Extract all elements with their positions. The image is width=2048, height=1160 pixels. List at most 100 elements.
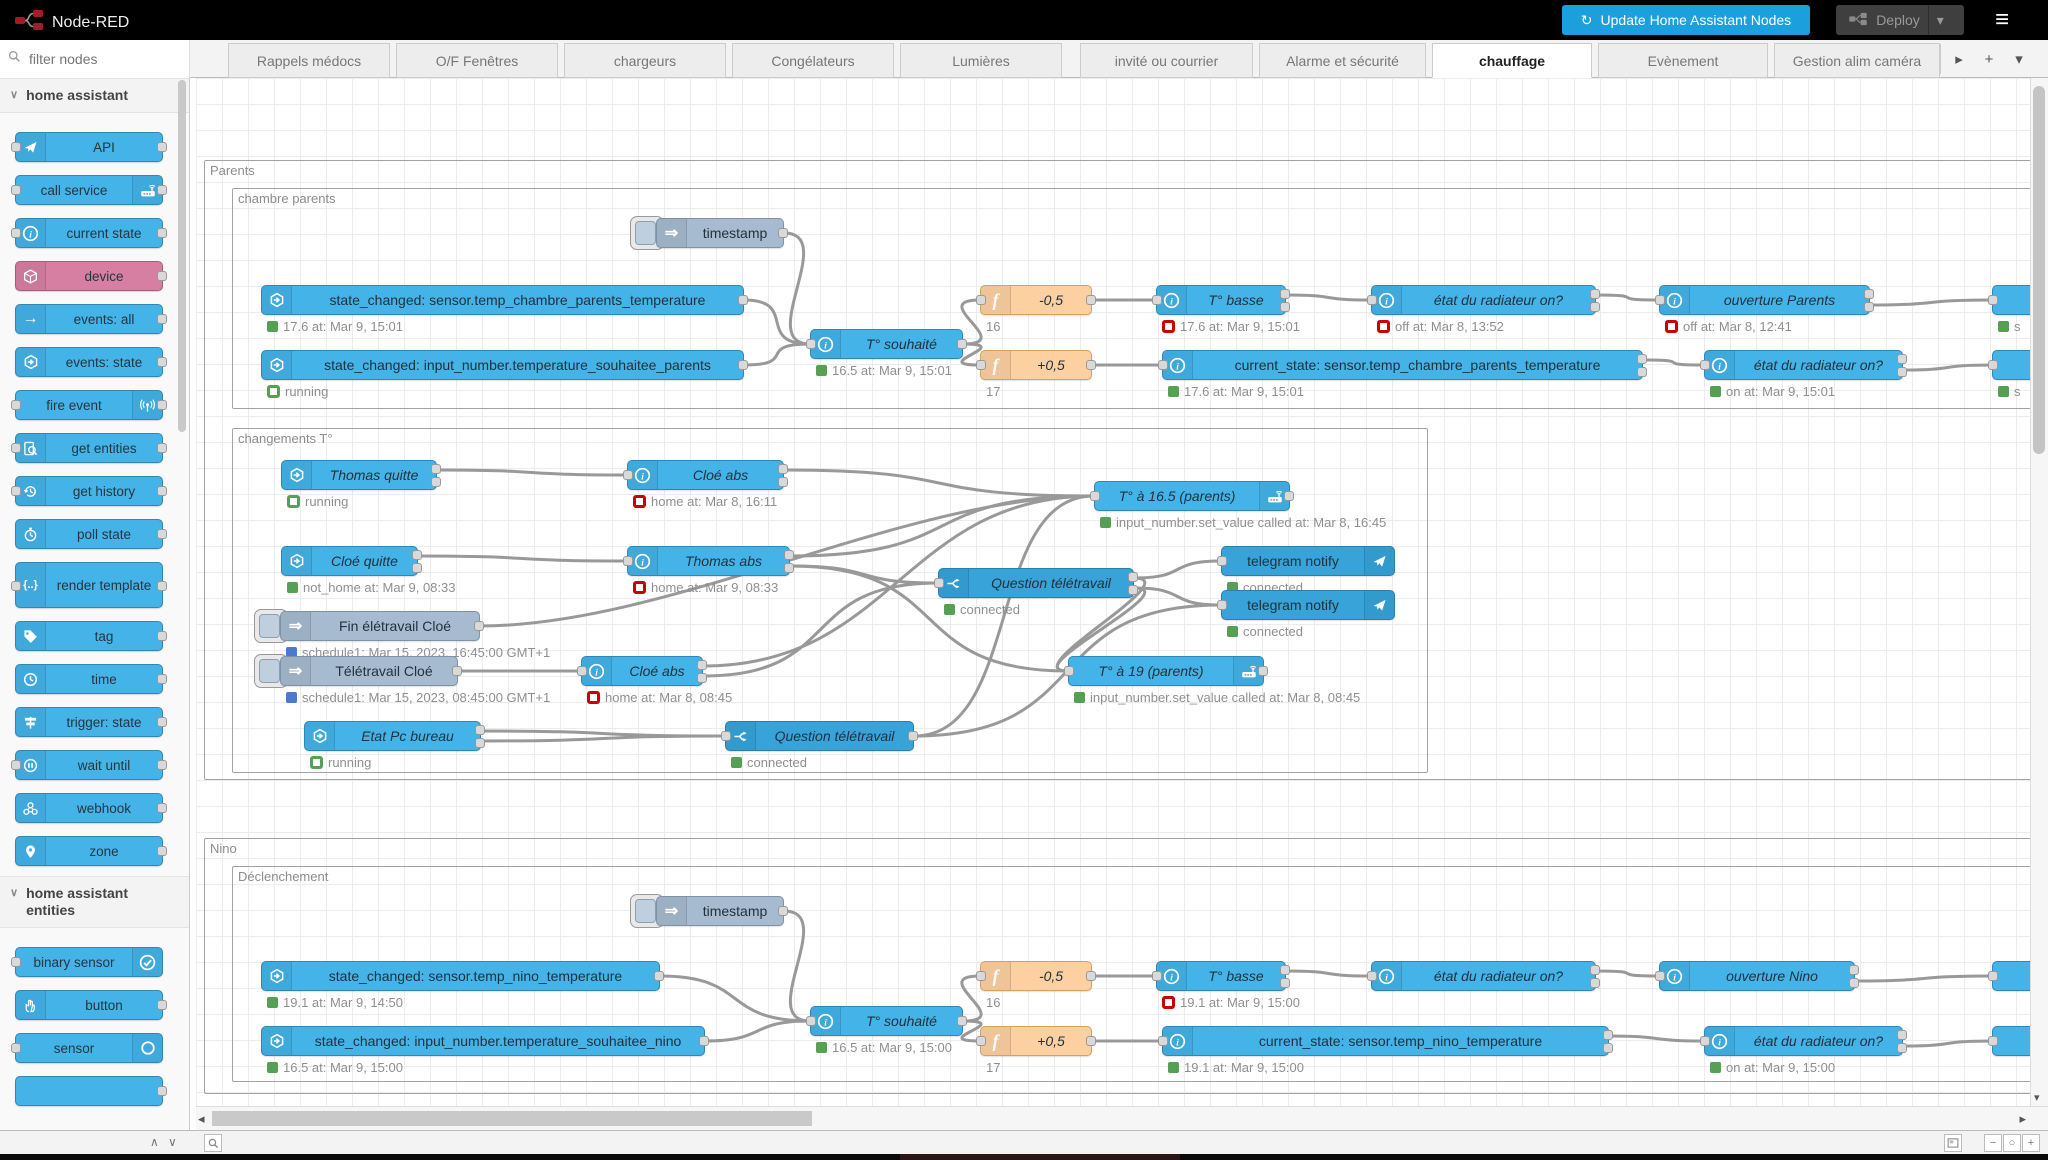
node-output-port[interactable] <box>157 674 167 684</box>
node-output-port[interactable] <box>1603 1030 1613 1040</box>
node-output-port[interactable] <box>157 443 167 453</box>
node-input-port[interactable] <box>11 400 21 410</box>
node-output-port[interactable] <box>908 731 918 741</box>
node-input-port[interactable] <box>1367 971 1377 981</box>
flow-node-question-t-l-travail[interactable]: Question télétravail <box>934 568 1138 598</box>
node-output-port[interactable] <box>157 846 167 856</box>
flow-node-thomas-quitte[interactable]: Thomas quitte <box>281 460 441 490</box>
palette-node-poll-state[interactable]: poll state <box>15 519 167 549</box>
palette-collapse-up-icon[interactable]: ∧ <box>150 1135 159 1149</box>
main-menu-button[interactable]: ≡ <box>1982 5 2022 35</box>
flow-node-question-t-l-travail[interactable]: Question télétravail <box>721 721 918 751</box>
node-output-port[interactable] <box>738 295 748 305</box>
node-output-port[interactable] <box>1897 1030 1907 1040</box>
flow-node-state-changed-input-number-temperature-s[interactable]: state_changed: input_number.temperature_… <box>261 350 748 380</box>
minimap-toggle-button[interactable] <box>1944 1134 1962 1152</box>
node-input-port[interactable] <box>1655 295 1665 305</box>
inject-trigger-button[interactable] <box>635 899 656 923</box>
inject-trigger-button[interactable] <box>635 221 656 245</box>
node-input-port[interactable] <box>721 731 731 741</box>
palette-scrollbar[interactable] <box>178 80 186 432</box>
palette-node-binary-sensor[interactable]: binary sensor <box>11 947 163 977</box>
palette-node-node[interactable] <box>15 1076 167 1106</box>
node-output-port[interactable] <box>957 339 967 349</box>
zoom-in-button[interactable]: + <box>2022 1134 2040 1152</box>
filter-nodes-input[interactable] <box>27 50 167 68</box>
node-output-port[interactable] <box>1637 367 1647 377</box>
node-input-port[interactable] <box>1655 971 1665 981</box>
flow-group-d-clenchement[interactable]: Déclenchement <box>232 866 2030 1082</box>
flow-node-0-5[interactable]: f-0,5 <box>976 285 1096 315</box>
node-input-port[interactable] <box>11 228 21 238</box>
palette-collapse-down-icon[interactable]: ∨ <box>168 1135 177 1149</box>
flow-node-0-5[interactable]: f+0,5 <box>976 1026 1096 1056</box>
node-input-port[interactable] <box>1700 360 1710 370</box>
node-output-port[interactable] <box>1897 1043 1907 1053</box>
node-input-port[interactable] <box>11 185 21 195</box>
node-output-port[interactable] <box>1849 965 1859 975</box>
node-output-port[interactable] <box>431 464 441 474</box>
flow-node-0-5[interactable]: f+0,5 <box>976 350 1096 380</box>
tab-scroll-next-icon[interactable]: ▸ <box>1955 51 1963 68</box>
palette-category-home-assistant[interactable]: ∨home assistant <box>0 78 189 113</box>
flow-node-t-19-parents[interactable]: T° à 19 (parents) <box>1064 656 1268 686</box>
node-input-port[interactable] <box>623 556 633 566</box>
flow-node-telegram-notify[interactable]: telegram notify <box>1217 590 1395 620</box>
palette-node-events-all[interactable]: →events: all <box>15 304 167 334</box>
node-output-port[interactable] <box>157 803 167 813</box>
node-input-port[interactable] <box>934 578 944 588</box>
node-input-port[interactable] <box>976 1036 986 1046</box>
flow-list-caret[interactable]: ▾ <box>2015 51 2023 68</box>
palette-node-get-history[interactable]: get history <box>11 476 167 506</box>
palette-node-fire-event[interactable]: fire event <box>11 390 167 420</box>
node-input-port[interactable] <box>1158 1036 1168 1046</box>
node-output-port[interactable] <box>654 971 664 981</box>
node-output-port[interactable] <box>1086 360 1096 370</box>
flow-node-timestamp[interactable]: ⇒timestamp <box>656 896 788 926</box>
flow-node-state-changed-sensor-temp-chambre-parent[interactable]: state_changed: sensor.temp_chambre_paren… <box>261 285 748 315</box>
node-output-port[interactable] <box>157 1086 167 1096</box>
scroll-left-icon[interactable]: ◂ <box>198 1111 205 1126</box>
canvas-search-button[interactable] <box>204 1134 222 1152</box>
node-output-port[interactable] <box>1637 354 1647 364</box>
node-input-port[interactable] <box>806 1016 816 1026</box>
node-output-port[interactable] <box>157 400 167 410</box>
node-input-port[interactable] <box>1152 971 1162 981</box>
palette-node-sensor[interactable]: sensor <box>11 1033 163 1063</box>
node-output-port[interactable] <box>157 142 167 152</box>
tab-chargeurs[interactable]: chargeurs <box>564 43 726 78</box>
node-output-port[interactable] <box>157 631 167 641</box>
node-output-port[interactable] <box>778 477 788 487</box>
node-input-port[interactable] <box>1988 1036 1998 1046</box>
node-output-port[interactable] <box>697 673 707 683</box>
node-input-port[interactable] <box>11 581 21 591</box>
node-output-port[interactable] <box>412 550 422 560</box>
inject-trigger-button[interactable] <box>259 659 280 683</box>
node-output-port[interactable] <box>157 760 167 770</box>
palette-node-webhook[interactable]: webhook <box>15 793 167 823</box>
node-output-port[interactable] <box>157 185 167 195</box>
palette-node-wait-until[interactable]: wait until <box>11 750 167 780</box>
node-output-port[interactable] <box>1590 289 1600 299</box>
node-output-port[interactable] <box>1086 1036 1096 1046</box>
node-output-port[interactable] <box>1864 302 1874 312</box>
horizontal-scrollbar[interactable]: ◂ ▸ <box>196 1106 2048 1130</box>
node-output-port[interactable] <box>157 357 167 367</box>
node-output-port[interactable] <box>452 666 462 676</box>
node-output-port[interactable] <box>1280 965 1290 975</box>
node-output-port[interactable] <box>1258 666 1268 676</box>
flow-node-etat-pc-bureau[interactable]: Etat Pc bureau <box>304 721 485 751</box>
node-output-port[interactable] <box>157 486 167 496</box>
tab-o-f-fen-tres[interactable]: O/F Fenêtres <box>396 43 558 78</box>
flow-node-node[interactable] <box>1988 961 2030 991</box>
node-output-port[interactable] <box>157 228 167 238</box>
node-output-port[interactable] <box>784 563 794 573</box>
